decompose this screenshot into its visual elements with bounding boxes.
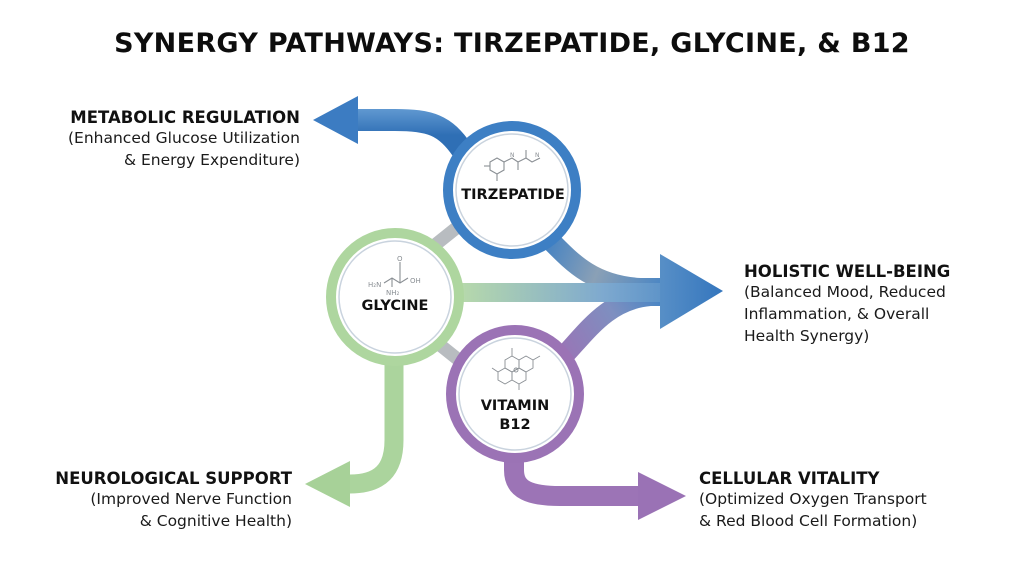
- glycine-nh2: NH₂: [386, 289, 400, 297]
- cellular-line1: (Optimized Oxygen Transport: [699, 490, 927, 508]
- neurological-line1: (Improved Nerve Function: [90, 490, 292, 508]
- glycine-oh: OH: [410, 277, 421, 285]
- holistic-arrow-head: [660, 254, 723, 329]
- neurological-arrow-shaft: [345, 360, 404, 494]
- glycine-o: O: [397, 255, 403, 263]
- cellular-arrow-head: [638, 472, 686, 520]
- tirzepatide-molecule-icon: [484, 150, 541, 181]
- neurological-heading: NEUROLOGICAL SUPPORT: [55, 469, 292, 488]
- metabolic-arrow-shaft: [355, 109, 472, 157]
- neurological-line2: & Cognitive Health): [139, 512, 292, 530]
- cellular-vitality-block: CELLULAR VITALITY (Optimized Oxygen Tran…: [699, 469, 999, 532]
- glycine-molecule-icon: [383, 262, 409, 287]
- node-b12: [446, 325, 584, 463]
- node-glycine: H₂N OH O NH₂: [326, 228, 464, 366]
- metabolic-line1: (Enhanced Glucose Utilization: [68, 129, 300, 147]
- tirz-n-atom: N: [510, 152, 515, 159]
- holistic-heading: HOLISTIC WELL-BEING: [744, 262, 951, 281]
- node-tirzepatide: N N: [443, 121, 581, 259]
- glycine-label: GLYCINE: [361, 298, 429, 314]
- b12-label: VITAMIN B12: [450, 397, 580, 435]
- cellular-arrow: [504, 455, 686, 520]
- b12-molecule-icon: [491, 348, 541, 390]
- glycine-h2n: H₂N: [368, 281, 381, 289]
- tirzepatide-label: TIRZEPATIDE: [461, 187, 565, 203]
- b12-label-line1: VITAMIN: [480, 398, 550, 414]
- metabolic-heading: METABOLIC REGULATION: [70, 108, 300, 127]
- metabolic-regulation-block: METABOLIC REGULATION (Enhanced Glucose U…: [0, 108, 300, 171]
- metabolic-line2: & Energy Expenditure): [123, 151, 300, 169]
- neurological-support-block: NEUROLOGICAL SUPPORT (Improved Nerve Fun…: [0, 469, 292, 532]
- holistic-line1: (Balanced Mood, Reduced: [744, 283, 946, 301]
- metabolic-arrow-head: [313, 96, 358, 144]
- holistic-line3: Health Synergy): [744, 327, 870, 345]
- holistic-line2: Inflammation, & Overall: [744, 305, 930, 323]
- tirz-to-holistic-shaft: [537, 227, 665, 298]
- neurological-arrow: [305, 360, 404, 507]
- b12-label-line2: B12: [499, 417, 531, 433]
- page-title: SYNERGY PATHWAYS: TIRZEPATIDE, GLYCINE, …: [114, 28, 910, 59]
- holistic-wellbeing-block: HOLISTIC WELL-BEING (Balanced Mood, Redu…: [744, 262, 1014, 347]
- b12-to-holistic-shaft: [550, 286, 665, 370]
- tirz-n2-atom: N: [535, 152, 540, 159]
- cellular-arrow-shaft: [504, 455, 640, 506]
- metabolic-arrow: [313, 96, 472, 157]
- cellular-heading: CELLULAR VITALITY: [699, 469, 880, 488]
- cellular-line2: & Red Blood Cell Formation): [699, 512, 918, 530]
- neurological-arrow-head: [305, 461, 350, 507]
- gly-to-holistic-shaft: [458, 283, 668, 302]
